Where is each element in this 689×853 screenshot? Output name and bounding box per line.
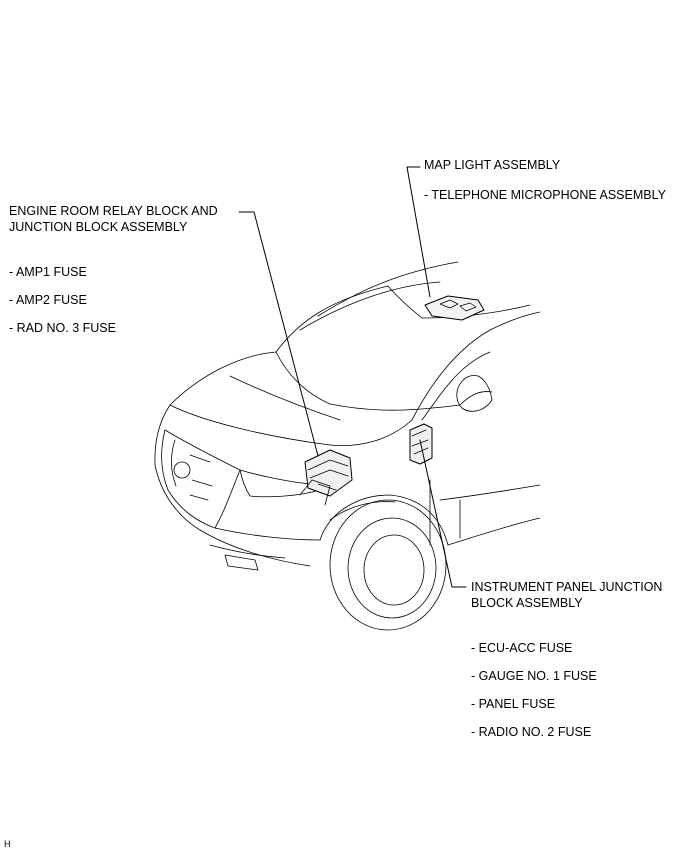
rad-no3-fuse-label: - RAD NO. 3 FUSE	[9, 321, 116, 335]
engine-room-relay-block-label-line2: JUNCTION BLOCK ASSEMBLY	[9, 220, 188, 234]
engine-room-relay-block-component	[299, 449, 353, 506]
instrument-panel-junction-block-label-line1: INSTRUMENT PANEL JUNCTION	[471, 580, 663, 594]
figure-code: H	[4, 839, 11, 849]
map-light-assembly-label: MAP LIGHT ASSEMBLY	[424, 158, 561, 172]
telephone-microphone-assembly-label: - TELEPHONE MICROPHONE ASSEMBLY	[424, 188, 666, 202]
engine-room-relay-block-label-line1: ENGINE ROOM RELAY BLOCK AND	[9, 204, 218, 218]
radio-no2-fuse-label: - RADIO NO. 2 FUSE	[471, 725, 592, 739]
gauge-no1-fuse-label: - GAUGE NO. 1 FUSE	[471, 669, 597, 683]
amp1-fuse-label: - AMP1 FUSE	[9, 265, 87, 279]
map-light-component	[424, 295, 485, 321]
ecu-acc-fuse-label: - ECU-ACC FUSE	[471, 641, 573, 655]
panel-fuse-label: - PANEL FUSE	[471, 697, 556, 711]
instrument-panel-junction-block-label-line2: BLOCK ASSEMBLY	[471, 596, 583, 610]
amp2-fuse-label: - AMP2 FUSE	[9, 293, 87, 307]
